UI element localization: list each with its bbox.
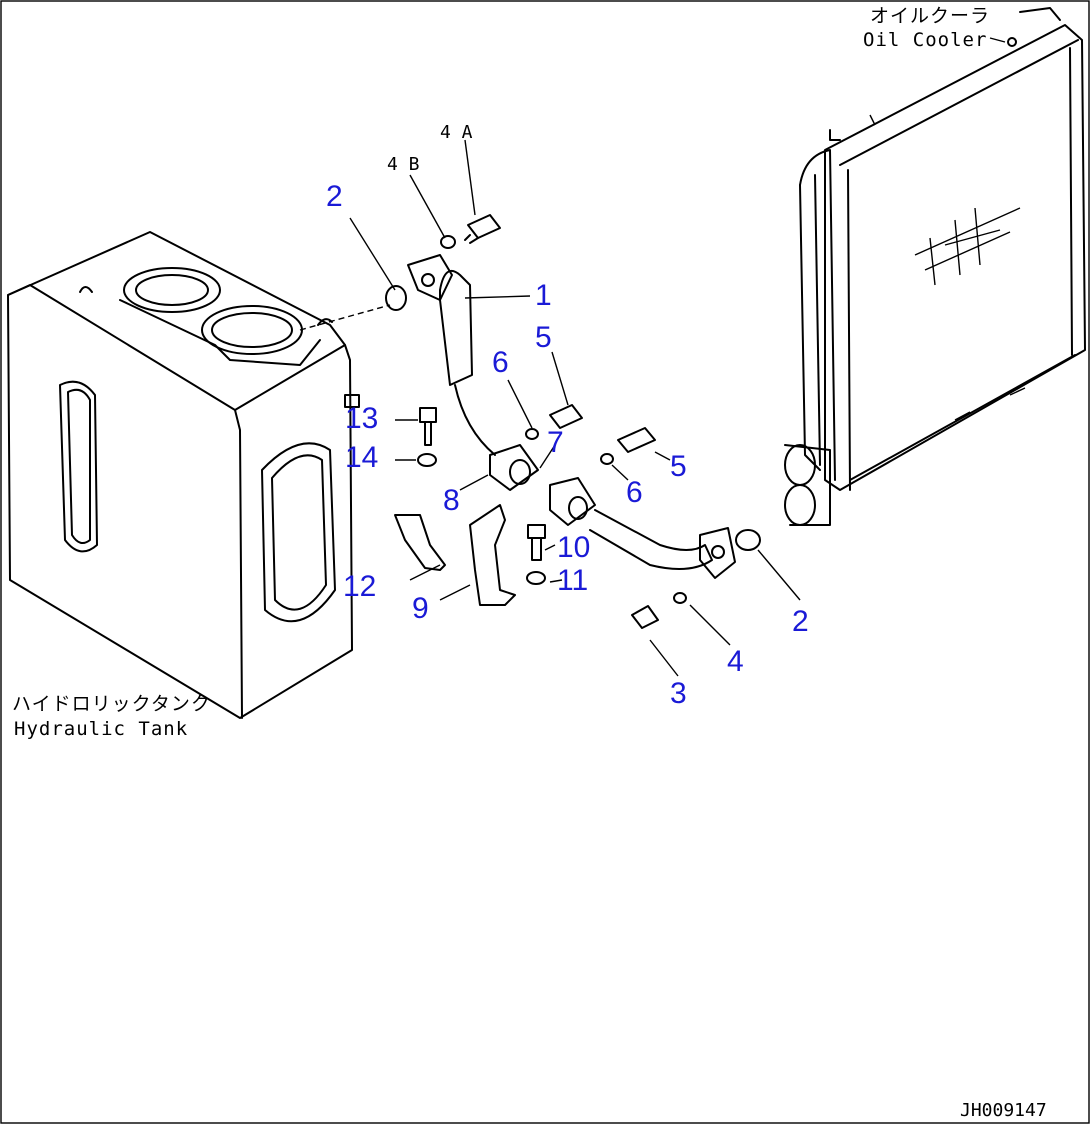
callout-4: 4	[727, 645, 744, 678]
drawing-number: JH009147	[960, 1100, 1047, 1121]
hydraulic-tank-label-jp: ハイドロリックタンク	[12, 693, 211, 715]
small-hardware	[385, 285, 761, 629]
callout-10: 10	[557, 531, 590, 564]
callout-1: 1	[535, 279, 552, 312]
leader-lines	[349, 37, 1006, 677]
callout-2-top: 2	[326, 180, 343, 213]
callout-13: 13	[345, 402, 378, 435]
oil-cooler-label-en: Oil Cooler	[863, 29, 987, 51]
bracket-12-drawing	[394, 514, 446, 571]
callout-9: 9	[412, 592, 429, 625]
callout-6-right: 6	[626, 476, 643, 509]
callout-5-left: 5	[535, 321, 552, 354]
callout-4a: 4 A	[440, 122, 473, 143]
callout-4b: 4 B	[387, 154, 420, 175]
callout-12: 12	[343, 570, 376, 603]
callout-8: 8	[443, 484, 460, 517]
oil-cooler-label-jp: オイルクーラ	[870, 5, 990, 27]
hydraulic-tank-label-en: Hydraulic Tank	[14, 718, 188, 740]
bolt-4a-drawing	[440, 214, 501, 249]
callout-7: 7	[547, 426, 564, 459]
hydraulic-tank-drawing	[7, 231, 391, 719]
clamp-assembly	[489, 444, 736, 579]
hose-assembly-1	[407, 254, 496, 456]
callout-14: 14	[345, 441, 378, 474]
callout-11: 11	[557, 564, 588, 597]
callout-2-right: 2	[792, 605, 809, 638]
callout-5-right: 5	[670, 450, 687, 483]
oil-cooler-drawing	[784, 7, 1086, 526]
callout-6-left: 6	[492, 346, 509, 379]
bracket-9-drawing	[469, 504, 516, 606]
callout-3: 3	[670, 677, 687, 710]
